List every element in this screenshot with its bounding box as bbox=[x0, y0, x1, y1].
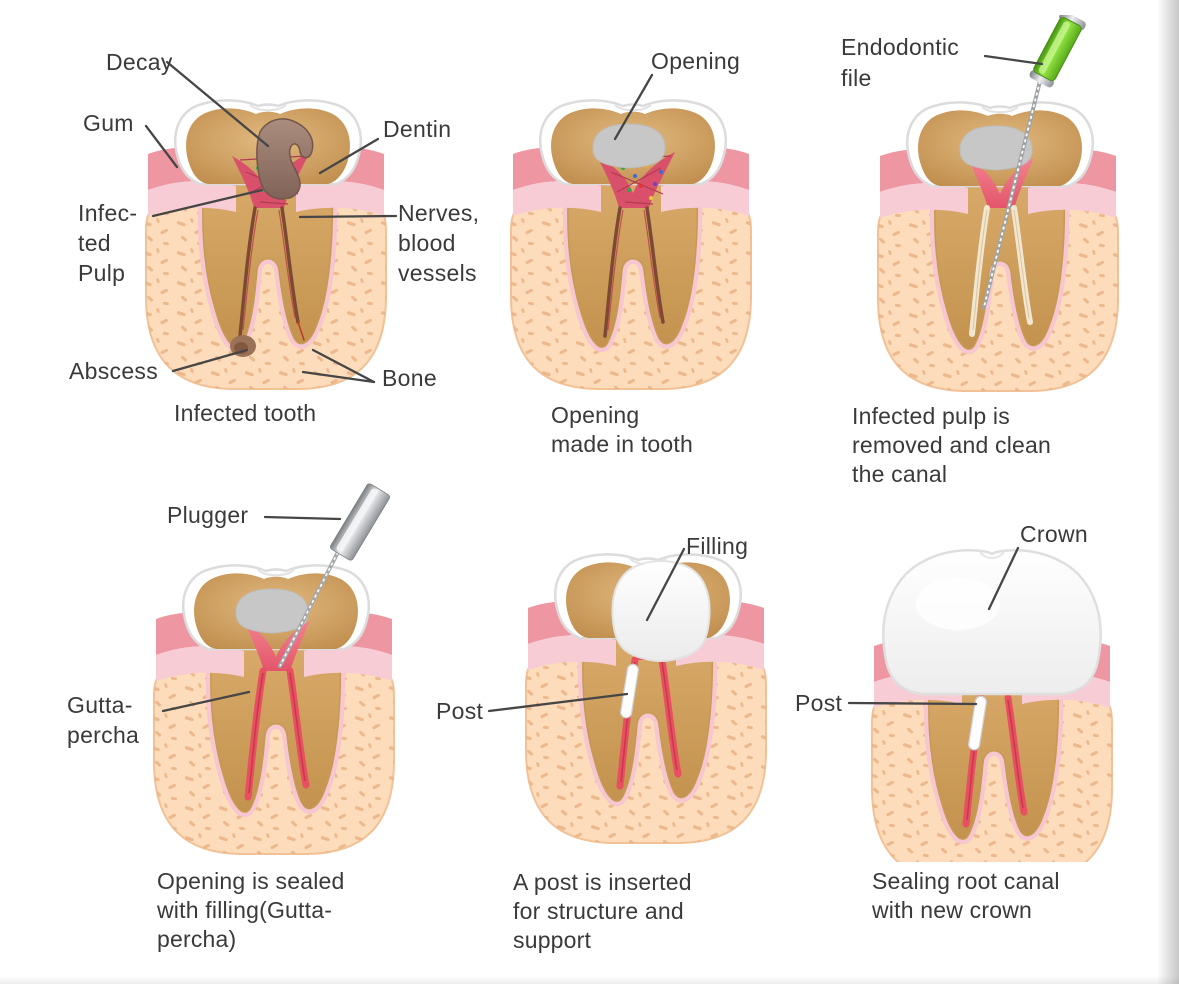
caption-opening-made: Opening made in tooth bbox=[551, 402, 693, 457]
plugger-tool bbox=[278, 483, 390, 668]
opening-label: Opening bbox=[651, 48, 741, 74]
caption-pulp-removed: Infected pulp is removed and clean the c… bbox=[852, 403, 1052, 487]
infected-tooth-illustration bbox=[145, 99, 387, 390]
crown-label: Crown bbox=[1020, 521, 1088, 547]
caption-crown-sealed: Sealing root canal with new crown bbox=[872, 868, 1060, 923]
post-inserted-illustration bbox=[525, 553, 767, 844]
caption-infected-tooth: Infected tooth bbox=[174, 400, 317, 426]
opening-made-illustration bbox=[510, 99, 752, 390]
decay-label: Decay bbox=[106, 49, 173, 75]
page-edge-shadow-bottom bbox=[0, 976, 1179, 984]
crown-sealed-illustration bbox=[871, 548, 1113, 862]
caption-post-inserted: A post is inserted for structure and sup… bbox=[513, 869, 692, 953]
infected-pulp-label: Infec- ted Pulp bbox=[78, 200, 138, 286]
endodontic-file-tool bbox=[982, 15, 1086, 309]
dentin-label: Dentin bbox=[383, 116, 452, 142]
abscess-label: Abscess bbox=[69, 358, 159, 384]
post-label-panel5: Post bbox=[436, 698, 484, 724]
filling-label: Filling bbox=[686, 533, 749, 559]
caption-opening-sealed: Opening is sealed with filling(Gutta- pe… bbox=[157, 868, 345, 952]
bone-label: Bone bbox=[382, 365, 437, 391]
gum-label: Gum bbox=[83, 110, 134, 136]
new-crown bbox=[882, 548, 1102, 696]
endodontic-file-label: Endodontic file bbox=[841, 34, 960, 91]
gutta-percha-label: Gutta- percha bbox=[67, 692, 140, 748]
nerves-label: Nerves, blood vessels bbox=[398, 200, 480, 286]
page-edge-shadow-right bbox=[1157, 0, 1179, 984]
plugger-label: Plugger bbox=[167, 502, 249, 528]
sealing-illustration bbox=[153, 483, 395, 855]
canal-cleaning-illustration bbox=[877, 15, 1119, 392]
post-label-panel6: Post bbox=[795, 690, 843, 716]
